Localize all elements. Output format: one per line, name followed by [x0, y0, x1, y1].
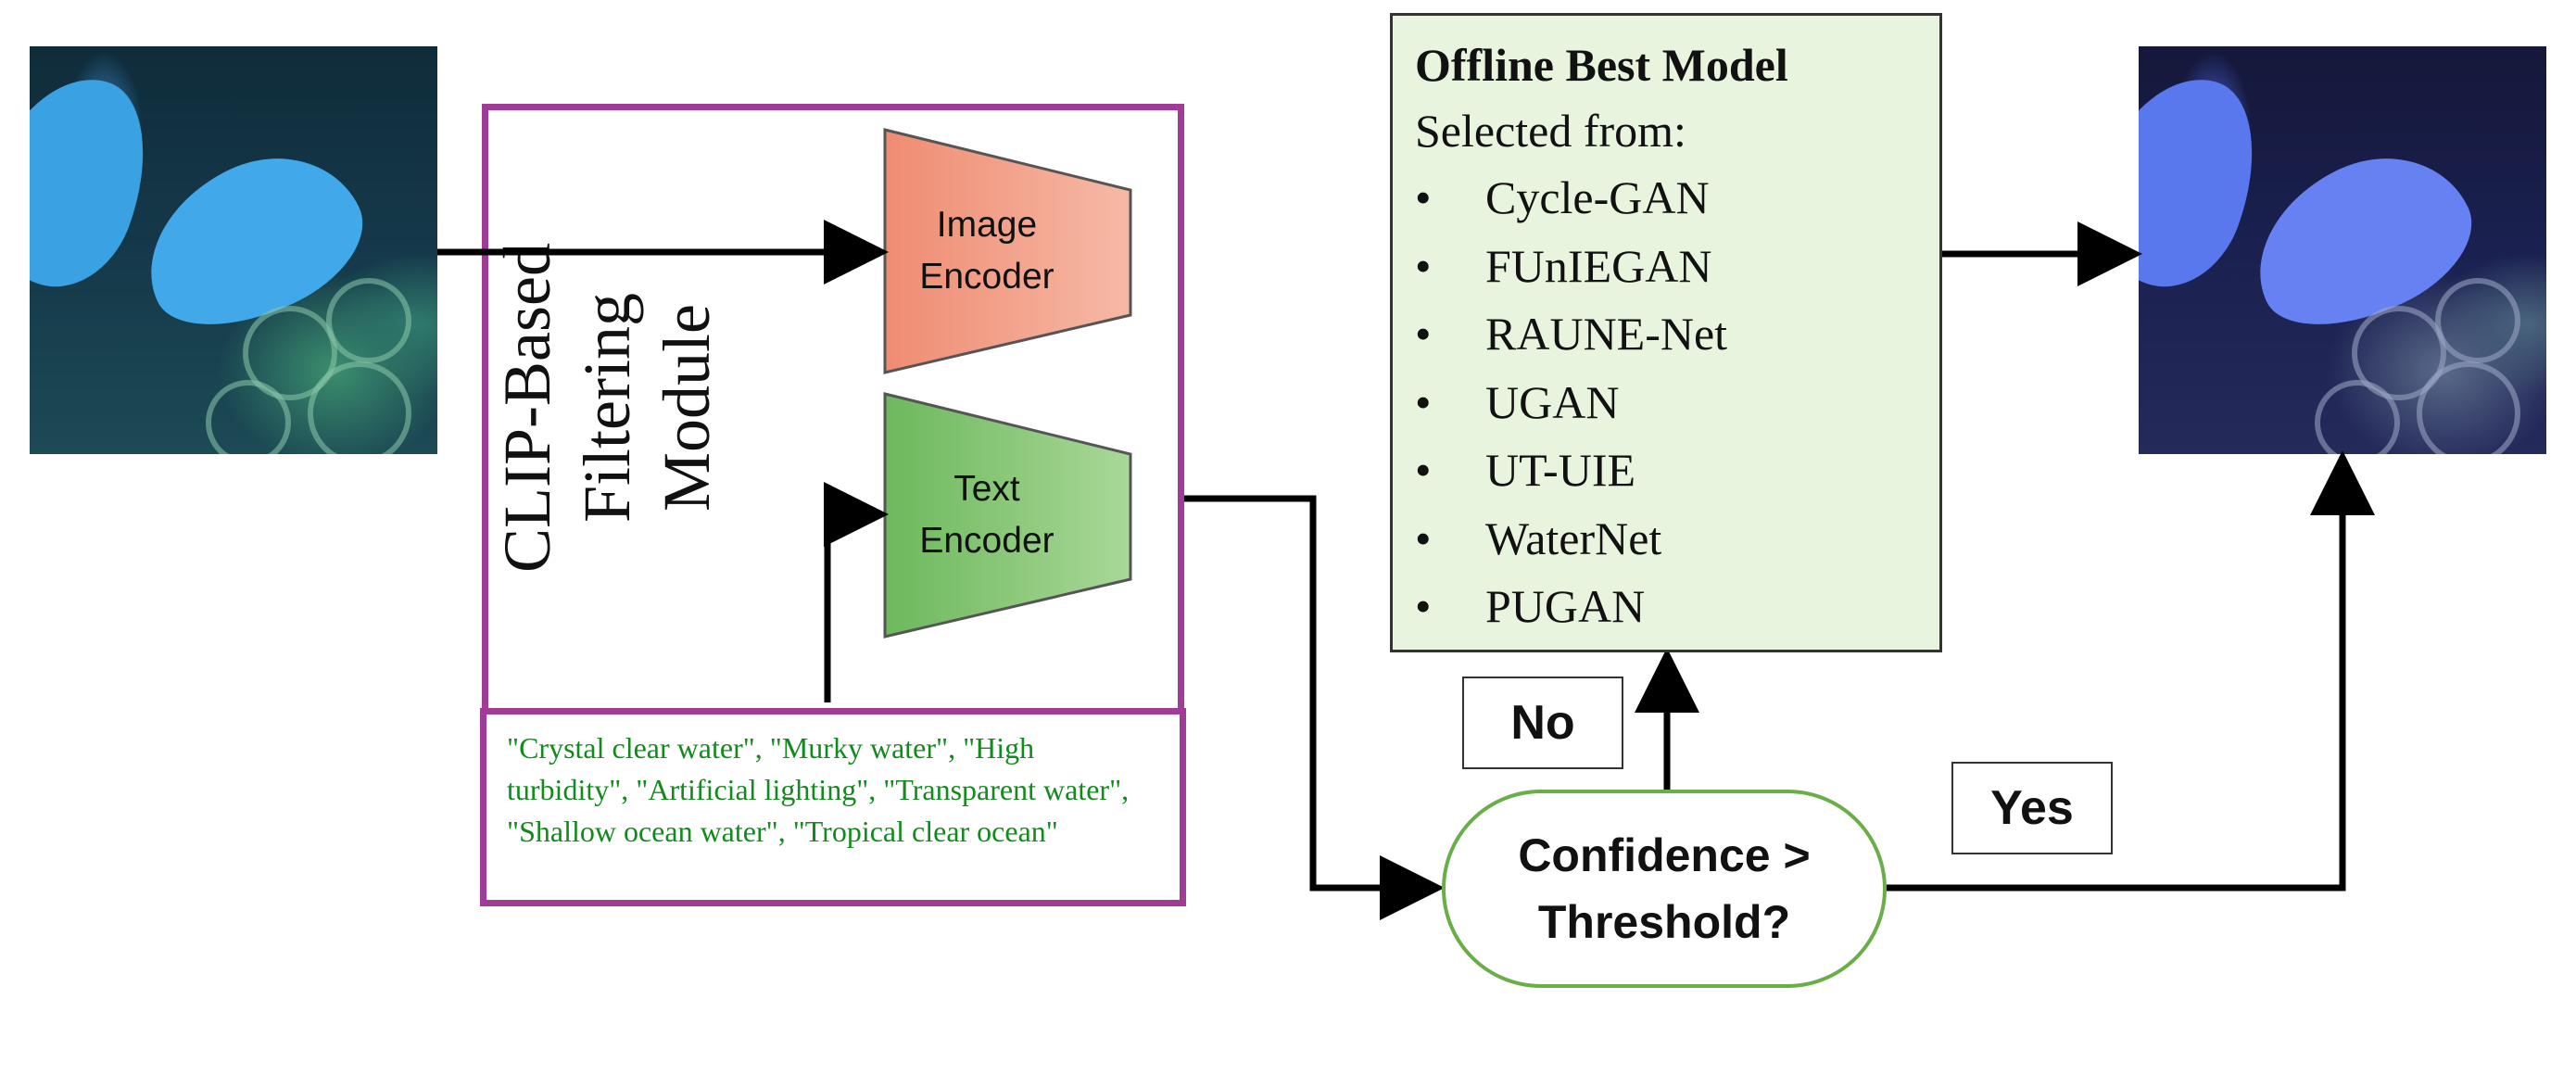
model-box-subtitle: Selected from:	[1415, 105, 1686, 157]
bullet-icon: •	[1415, 512, 1432, 564]
text-prompts-box: "Crystal clear water", "Murky water", "H…	[480, 708, 1186, 906]
decision-line: Confidence >	[1518, 829, 1811, 881]
output-enhanced-image	[2139, 46, 2546, 454]
text-encoder-shape	[883, 392, 1132, 639]
confidence-decision: Confidence > Threshold?	[1442, 790, 1887, 988]
model-list-item: •WaterNet	[1415, 505, 1917, 574]
input-underwater-image	[30, 46, 437, 454]
decision-line: Threshold?	[1537, 896, 1791, 948]
arrow-decision-to-output	[1887, 450, 2375, 892]
bullet-icon: •	[1415, 580, 1432, 632]
image-encoder: Image Encoder	[885, 199, 1089, 303]
model-list-item: •PUGAN	[1415, 573, 1917, 641]
model-list-item: •UT-UIE	[1415, 436, 1917, 505]
model-list-item: •UGAN	[1415, 369, 1917, 437]
model-list: •Cycle-GAN •FUnIEGAN •RAUNE-Net •UGAN •U…	[1415, 164, 1917, 641]
bullet-icon: •	[1415, 239, 1432, 292]
image-encoder-shape	[883, 128, 1132, 374]
text-encoder-label-line: Text	[953, 469, 1020, 509]
text-encoder-label-line: Encoder	[919, 521, 1054, 561]
text-prompts: "Crystal clear water", "Murky water", "H…	[507, 731, 1130, 848]
model-box-title: Offline Best Model	[1415, 39, 1788, 91]
offline-best-model-box: Offline Best Model Selected from: •Cycle…	[1390, 13, 1942, 652]
arrow-prompts-to-text-encoder	[824, 482, 889, 702]
arrow-encoder-to-decision	[1184, 495, 1445, 920]
no-label: No	[1462, 677, 1623, 769]
bullet-icon: •	[1415, 171, 1432, 223]
bullet-icon: •	[1415, 375, 1432, 428]
yes-label: Yes	[1951, 762, 2113, 854]
model-list-item: •Cycle-GAN	[1415, 164, 1917, 233]
model-list-item: •FUnIEGAN	[1415, 233, 1917, 301]
bullet-icon: •	[1415, 308, 1432, 360]
bullet-icon: •	[1415, 444, 1432, 496]
image-encoder-label-line: Image	[936, 205, 1038, 245]
model-list-item: •RAUNE-Net	[1415, 300, 1917, 369]
image-encoder-label-line: Encoder	[919, 257, 1054, 297]
text-encoder: Text Encoder	[885, 463, 1089, 567]
